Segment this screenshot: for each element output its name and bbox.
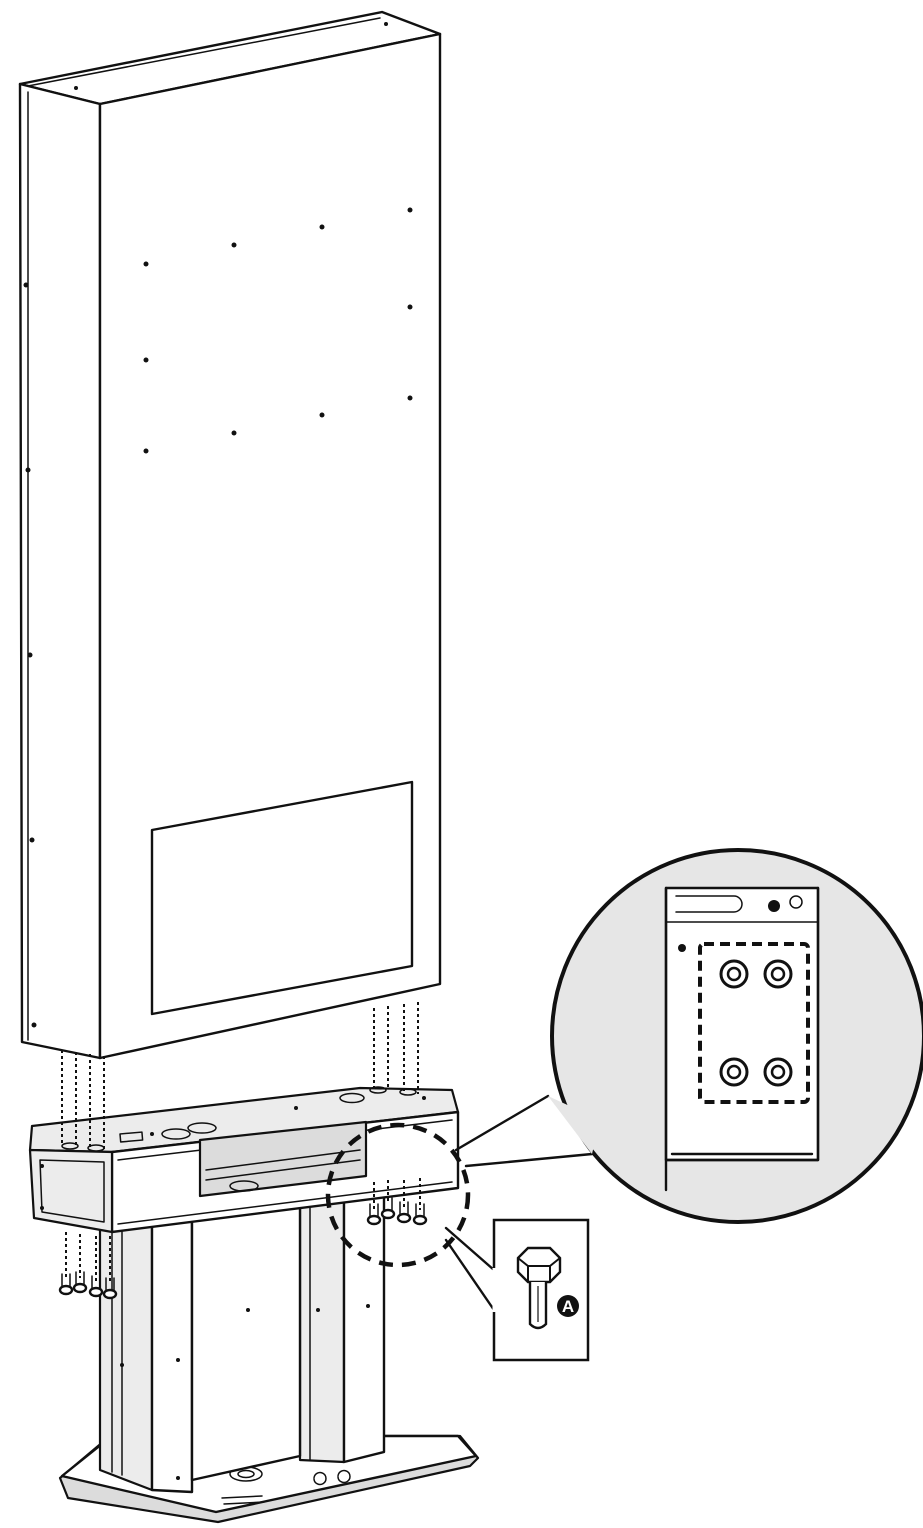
bolts-right: [366, 1197, 428, 1226]
hex-bolt-icon: [516, 1246, 562, 1330]
magnified-detail-callout: [454, 848, 923, 1224]
part-label-a: A: [562, 1297, 574, 1316]
bolt-head-top-left: [719, 959, 749, 989]
bolt-head-bottom-right: [763, 1057, 793, 1087]
stand-web: [190, 1203, 302, 1482]
bolt-guides: [61, 1002, 421, 1284]
bolts-left: [58, 1271, 118, 1300]
bolt-a-callout: A: [444, 1218, 590, 1362]
stand-leg-right: [298, 1194, 386, 1464]
part-label-badge: [557, 1295, 579, 1317]
detail-focus-circle: [325, 1122, 471, 1268]
base-beam: [28, 1086, 460, 1234]
bolt-head-bottom-left: [719, 1057, 749, 1087]
display-cabinet: [18, 10, 442, 1060]
stand-leg-left: [98, 1214, 194, 1494]
bolt-head-top-right: [763, 959, 793, 989]
